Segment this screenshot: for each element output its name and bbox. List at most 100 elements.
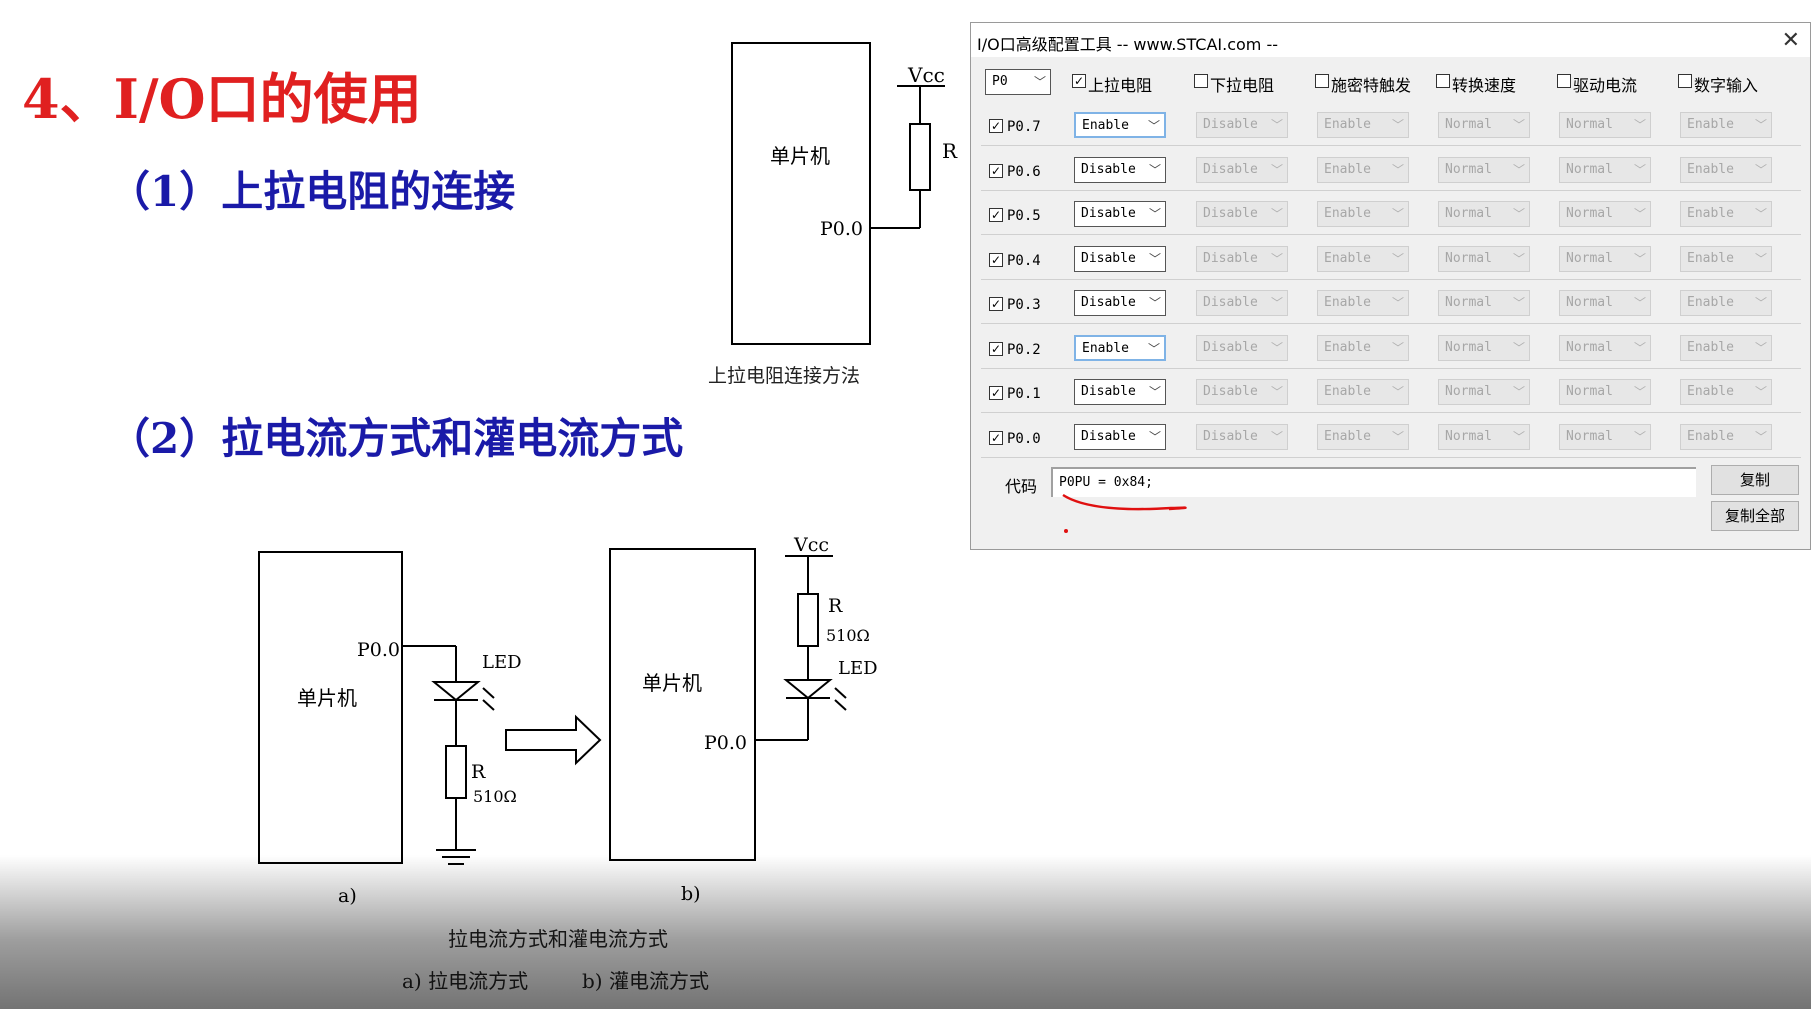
- chevron-down-icon: ﹀: [1270, 296, 1283, 310]
- setting-value: Disable: [1203, 384, 1258, 399]
- setting-value: Enable: [1687, 428, 1734, 444]
- pin-checkbox[interactable]: ✓: [989, 119, 1003, 133]
- chevron-down-icon: ﹀: [1754, 118, 1767, 132]
- setting-select: Enable﹀: [1680, 112, 1772, 138]
- code-field[interactable]: P0PU = 0x84;: [1051, 467, 1696, 497]
- chevron-down-icon: ﹀: [1391, 296, 1404, 310]
- setting-value: Disable: [1203, 250, 1258, 266]
- chevron-down-icon: ﹀: [1754, 207, 1767, 221]
- setting-select: Enable﹀: [1680, 334, 1772, 361]
- setting-value: Disable: [1203, 161, 1258, 177]
- chevron-down-icon: ﹀: [1147, 119, 1160, 133]
- setting-select[interactable]: Disable﹀: [1074, 201, 1166, 227]
- header-checkbox[interactable]: [1315, 74, 1329, 88]
- copy-all-button[interactable]: 复制全部: [1711, 501, 1799, 531]
- chevron-down-icon: ﹀: [1512, 162, 1525, 177]
- setting-select: Normal﹀: [1438, 290, 1530, 316]
- dialog-title: I/O口高级配置工具 -- www.STCAI.com --: [977, 35, 1279, 54]
- chevron-down-icon: ﹀: [1391, 162, 1404, 177]
- setting-select: Enable ﹀: [1680, 245, 1772, 272]
- header-checkbox[interactable]: [1678, 74, 1692, 88]
- chevron-down-icon: ﹀: [1391, 385, 1404, 399]
- vcc-label-1: Vcc: [907, 63, 945, 87]
- sink-diagram: [609, 548, 847, 861]
- setting-select: Enable﹀: [1317, 290, 1409, 316]
- pin-checkbox[interactable]: ✓: [989, 297, 1003, 311]
- setting-select: Normal﹀: [1559, 334, 1651, 361]
- chevron-down-icon: ﹀: [1391, 340, 1404, 355]
- setting-select: Disable﹀: [1196, 334, 1288, 361]
- chevron-down-icon: ﹀: [1754, 429, 1767, 444]
- r-value-2a: 510Ω: [473, 787, 517, 806]
- setting-select: Enable﹀: [1317, 156, 1409, 183]
- column-header: 上拉电阻: [1088, 76, 1153, 95]
- chevron-down-icon: ﹀: [1148, 162, 1161, 177]
- port-select[interactable]: P0﹀: [985, 69, 1051, 95]
- mcu-box-2b: [609, 548, 756, 861]
- chevron-down-icon: ﹀: [1270, 340, 1283, 355]
- chevron-down-icon: ﹀: [1033, 75, 1046, 89]
- setting-select: Normal﹀: [1438, 379, 1530, 405]
- setting-value: Normal: [1445, 384, 1492, 399]
- chevron-down-icon: ﹀: [1270, 162, 1283, 177]
- setting-value: Enable: [1324, 250, 1371, 266]
- setting-value: Disable: [1203, 428, 1258, 444]
- setting-select: Normal﹀: [1438, 201, 1530, 227]
- chevron-down-icon: ﹀: [1147, 341, 1160, 356]
- pin-checkbox[interactable]: ✓: [989, 163, 1003, 178]
- setting-value: Enable: [1687, 250, 1734, 266]
- column-header: 转换速度: [1452, 76, 1517, 95]
- setting-select[interactable]: Disable﹀: [1074, 156, 1166, 183]
- chevron-down-icon: ﹀: [1148, 251, 1161, 266]
- chevron-down-icon: ﹀: [1270, 429, 1283, 444]
- setting-value: Disable: [1081, 295, 1136, 310]
- chevron-down-icon: ﹀: [1633, 118, 1646, 132]
- setting-select[interactable]: Enable﹀: [1074, 334, 1166, 361]
- setting-value: Disable: [1203, 117, 1258, 132]
- setting-value: Enable: [1324, 117, 1371, 132]
- header-checkbox[interactable]: ✓: [1072, 74, 1086, 88]
- setting-value: Normal: [1566, 206, 1613, 221]
- setting-value: Enable: [1324, 384, 1371, 399]
- column-header: 驱动电流: [1573, 76, 1638, 95]
- setting-select: Normal﹀: [1438, 423, 1530, 450]
- setting-select[interactable]: Disable﹀: [1074, 245, 1166, 272]
- chevron-down-icon: ﹀: [1633, 207, 1646, 221]
- led-2a: [431, 681, 481, 702]
- chevron-down-icon: ﹀: [1148, 429, 1161, 444]
- chevron-down-icon: ﹀: [1512, 340, 1525, 355]
- pin-checkbox[interactable]: ✓: [989, 430, 1003, 445]
- setting-select[interactable]: Disable﹀: [1074, 290, 1166, 316]
- header-checkbox[interactable]: [1436, 74, 1450, 88]
- caption-1: 上拉电阻连接方法: [708, 365, 860, 387]
- setting-select: Enable﹀: [1680, 379, 1772, 405]
- setting-select[interactable]: Enable﹀: [1074, 112, 1166, 138]
- setting-value: Normal: [1566, 428, 1613, 444]
- setting-select: Normal﹀: [1559, 379, 1651, 405]
- setting-select: Disable ﹀: [1196, 423, 1288, 450]
- r-label-2b: R: [828, 595, 843, 617]
- setting-select[interactable]: Disable﹀: [1074, 379, 1166, 405]
- close-icon[interactable]: ✕: [1781, 28, 1800, 53]
- setting-value: Normal: [1445, 161, 1492, 177]
- copy-button[interactable]: 复制: [1711, 465, 1799, 495]
- led-label-2b: LED: [838, 658, 878, 679]
- setting-select: Enable﹀: [1317, 201, 1409, 227]
- header-checkbox[interactable]: [1194, 74, 1208, 88]
- header-checkbox[interactable]: [1557, 74, 1571, 88]
- pullup-diagram: [731, 42, 945, 345]
- chevron-down-icon: ﹀: [1270, 251, 1283, 266]
- pin-checkbox[interactable]: ✓: [989, 208, 1003, 222]
- pin-checkbox[interactable]: ✓: [989, 386, 1003, 400]
- setting-value: Disable: [1081, 384, 1136, 399]
- pin-checkbox[interactable]: ✓: [989, 252, 1003, 267]
- pin-label: P0.7: [1007, 119, 1041, 135]
- setting-select[interactable]: Disable﹀: [1074, 423, 1166, 450]
- pin-checkbox[interactable]: ✓: [989, 341, 1003, 356]
- pin-label: P0.3: [1007, 297, 1041, 313]
- chevron-down-icon: ﹀: [1754, 251, 1767, 266]
- chevron-down-icon: ﹀: [1754, 162, 1767, 177]
- chevron-down-icon: ﹀: [1754, 340, 1767, 355]
